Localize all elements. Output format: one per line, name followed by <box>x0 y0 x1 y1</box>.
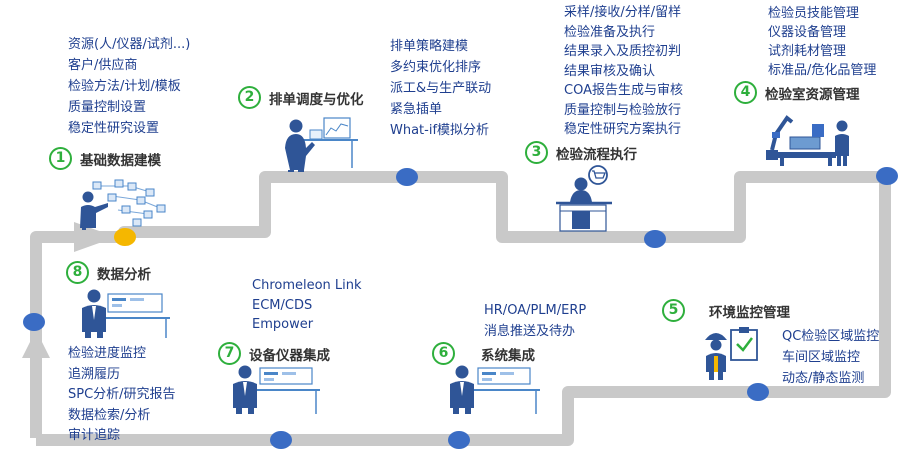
stage-4-item: 检验员技能管理 <box>768 6 860 21</box>
stage-2-items: 排单策略建模 多约束优化排序 派工&与生产联动 紧急插单 What-if模拟分析 <box>390 36 491 141</box>
stage-3-item: 稳定性研究方案执行 <box>564 122 682 137</box>
instrument-person-icon <box>233 365 320 414</box>
stage-2-title: 排单调度与优化 <box>269 91 364 108</box>
stage-2-item: 派工&与生产联动 <box>390 81 492 96</box>
stage-4-number: 4 <box>734 81 757 104</box>
stage-8-item: 审计追踪 <box>68 428 121 443</box>
stage-3-heading: 3 检验流程执行 <box>525 141 637 164</box>
stage-1-item: 质量控制设置 <box>68 100 147 115</box>
scheduling-person-icon <box>285 117 358 172</box>
integration-person-icon <box>450 365 540 414</box>
stage-7-title: 设备仪器集成 <box>249 347 330 364</box>
stage-4-item: 标准品/危化品管理 <box>768 63 877 78</box>
stage-8-title: 数据分析 <box>97 266 151 283</box>
stage-6-title: 系统集成 <box>481 347 535 364</box>
stage-5-items: QC检验区域监控 车间区域监控 动态/静态监测 <box>782 326 879 389</box>
stage-8-item: SPC分析/研究报告 <box>68 387 176 402</box>
stage-8-item: 追溯履历 <box>68 366 121 382</box>
stage-8-item: 数据检索/分析 <box>68 407 151 423</box>
stage-7-item: Chromeleon Link <box>252 278 362 293</box>
stage-8-heading: 8 数据分析 <box>66 261 151 284</box>
stage-7-items: Chromeleon Link ECM/CDS Empower <box>252 276 362 335</box>
stage-3-item: 质量控制与检验放行 <box>564 102 682 118</box>
stage-2-item: 紧急插单 <box>390 102 443 117</box>
stage-5-item: 车间区域监控 <box>782 350 861 365</box>
stage-1-item: 检验方法/计划/模板 <box>68 79 181 94</box>
stage-5-number: 5 <box>662 299 685 322</box>
inspector-clipboard-icon <box>705 327 758 380</box>
stage-6-items: HR/OA/PLM/ERP 消息推送及待办 <box>484 300 586 342</box>
stage-5-heading: 5 环境监控管理 <box>662 299 790 322</box>
stage-4-heading: 4 检验室资源管理 <box>734 81 860 104</box>
track-node <box>448 431 470 449</box>
operator-cart-icon <box>556 165 612 232</box>
stage-4-title: 检验室资源管理 <box>765 86 860 103</box>
stage-1-item: 资源(人/仪器/试剂...) <box>68 37 191 52</box>
stage-1-item: 稳定性研究设置 <box>68 121 160 136</box>
stage-5-item: QC检验区域监控 <box>782 329 880 344</box>
stage-7-item: Empower <box>252 317 314 332</box>
stage-3-item: 检验准备及执行 <box>564 24 656 40</box>
stage-4-items: 检验员技能管理 仪器设备管理 试剂耗材管理 标准品/危化品管理 <box>768 4 876 80</box>
track-node <box>270 431 292 449</box>
stage-2-item: 排单策略建模 <box>390 39 469 54</box>
track-node <box>876 167 898 185</box>
stage-7-heading: 7 设备仪器集成 <box>218 342 330 365</box>
stage-3-item: 结果录入及质控初判 <box>564 44 682 59</box>
start-node <box>114 228 136 246</box>
track-node <box>23 313 45 331</box>
stage-6-item: 消息推送及待办 <box>484 324 576 339</box>
stage-2-item: What-if模拟分析 <box>390 123 490 138</box>
stage-1-items: 资源(人/仪器/试剂...) 客户/供应商 检验方法/计划/模板 质量控制设置 … <box>68 34 190 139</box>
stage-4-item: 仪器设备管理 <box>768 25 847 40</box>
stage-3-items: 采样/接收/分样/留样 检验准备及执行 结果录入及质控初判 结果审核及确认 CO… <box>564 3 683 140</box>
stage-4-item: 试剂耗材管理 <box>768 44 847 59</box>
modeling-person-icon <box>80 179 166 230</box>
stage-3-number: 3 <box>525 141 548 164</box>
stage-3-item: 采样/接收/分样/留样 <box>564 5 682 20</box>
stage-1-heading: 1 基础数据建模 <box>49 147 161 170</box>
robot-lab-icon <box>766 115 849 166</box>
stage-1-number: 1 <box>49 147 72 170</box>
stage-7-number: 7 <box>218 342 241 365</box>
stage-5-title: 环境监控管理 <box>709 304 790 321</box>
stage-7-item: ECM/CDS <box>252 297 313 313</box>
stage-3-item: 结果审核及确认 <box>564 63 656 79</box>
stage-6-heading: 6 系统集成 <box>432 342 535 365</box>
stage-1-item: 客户/供应商 <box>68 58 138 73</box>
track-node <box>747 383 769 401</box>
analyst-person-icon <box>82 289 170 338</box>
stage-8-item: 检验进度监控 <box>68 346 147 361</box>
stage-3-item: COA报告生成与审核 <box>564 83 683 98</box>
track-node <box>396 168 418 186</box>
stage-2-heading: 2 排单调度与优化 <box>238 86 364 109</box>
stage-2-number: 2 <box>238 86 261 109</box>
arrow-up-icon <box>22 330 50 358</box>
stage-5-item: 动态/静态监测 <box>782 371 865 386</box>
stage-1-title: 基础数据建模 <box>80 152 161 169</box>
stage-8-number: 8 <box>66 261 89 284</box>
stage-3-title: 检验流程执行 <box>556 146 637 163</box>
stage-8-items: 检验进度监控 追溯履历 SPC分析/研究报告 数据检索/分析 审计追踪 <box>68 344 176 447</box>
stage-2-item: 多约束优化排序 <box>390 60 482 75</box>
stage-6-item: HR/OA/PLM/ERP <box>484 303 587 318</box>
track-node <box>644 230 666 248</box>
stage-6-number: 6 <box>432 342 455 365</box>
